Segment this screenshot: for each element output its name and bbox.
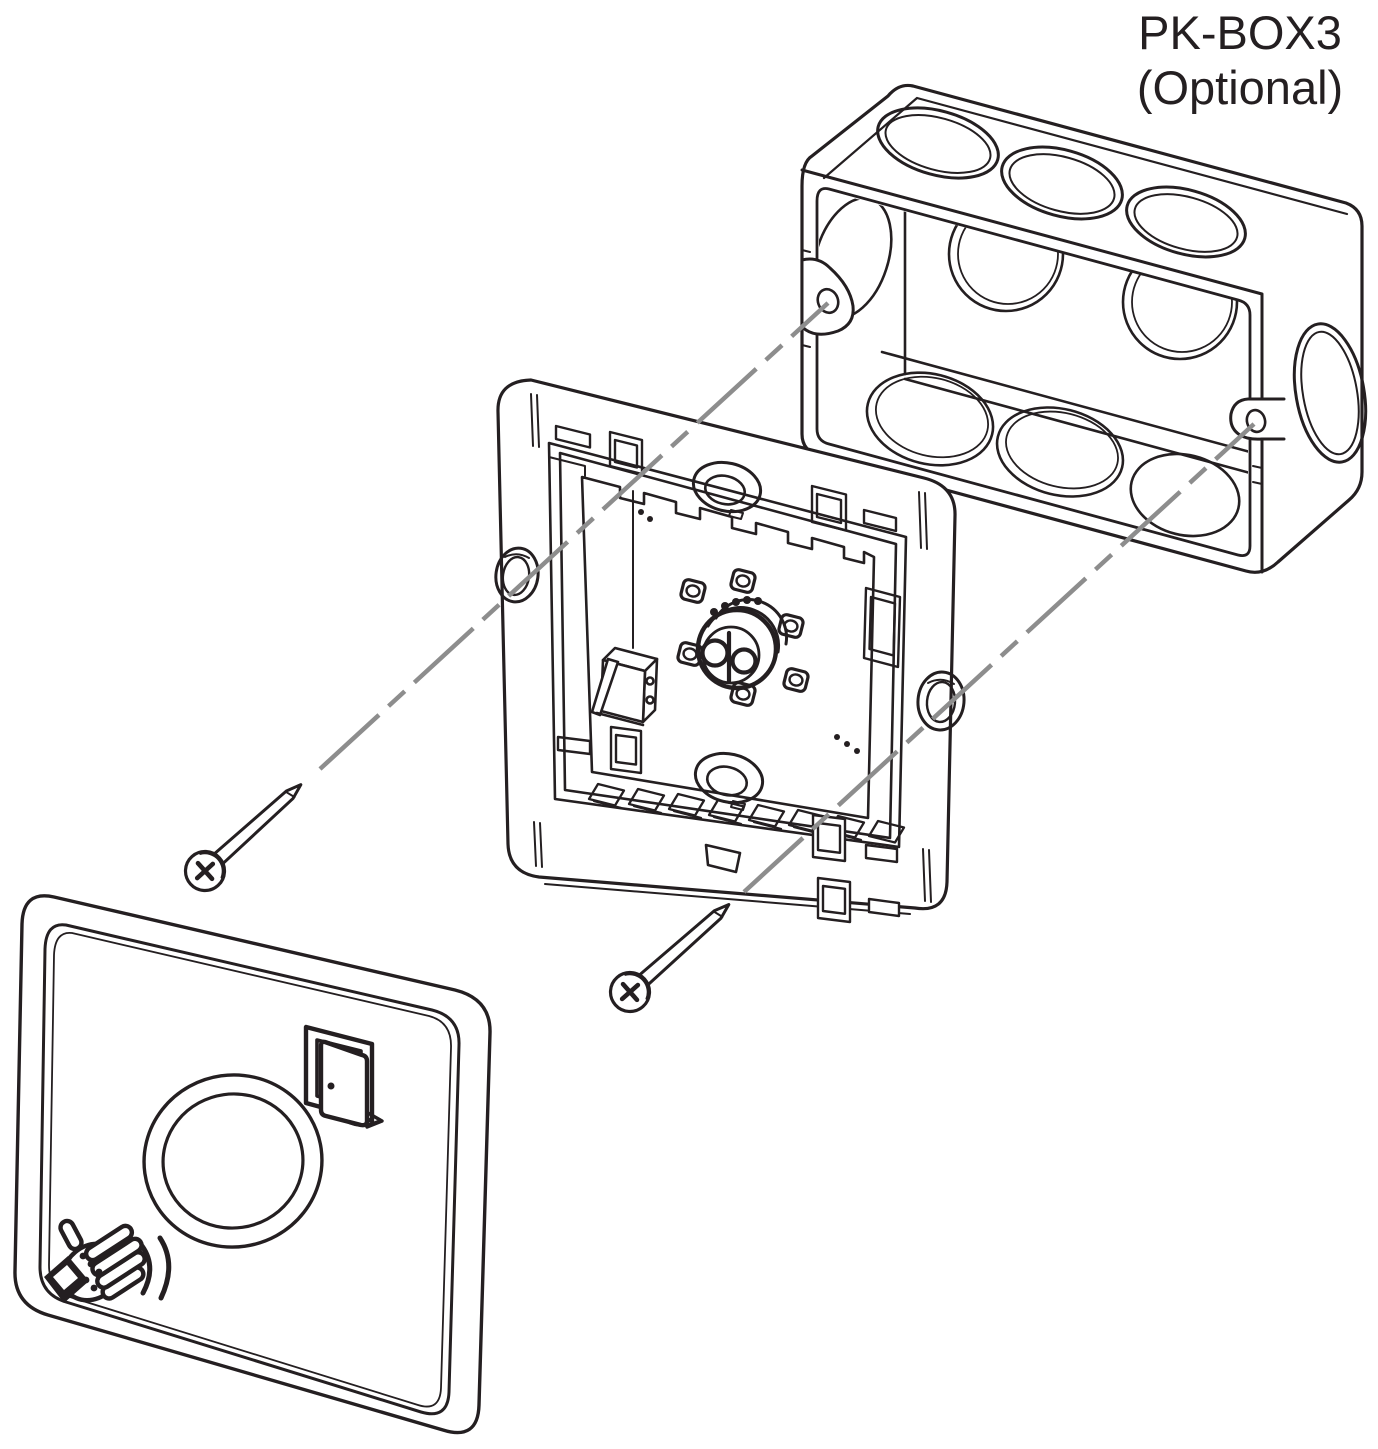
mounting-screw-2 [608, 903, 731, 1014]
smd-led [676, 568, 810, 707]
mounting-plate [494, 378, 966, 924]
box-screw-hole-left [816, 287, 840, 315]
box-top-knockouts [876, 106, 1247, 259]
plate-screw-bosses [494, 460, 966, 811]
hand-wave-icon [44, 1218, 172, 1303]
plate-screw-hole-left [494, 546, 540, 604]
plate-cutouts [554, 424, 901, 924]
box-screw-hole-right [1245, 408, 1267, 434]
plate-bottom-tab [704, 843, 742, 874]
alignment-guide-2 [742, 422, 1256, 894]
door-open-icon [303, 1024, 384, 1129]
label-pk-box3: PK-BOX3 [1138, 6, 1342, 59]
motion-wave-arcs [139, 1235, 172, 1301]
sensor-window-ring [142, 1073, 324, 1249]
cover-body [13, 894, 492, 1435]
ir-sensor [695, 598, 789, 691]
label-optional: (Optional) [1137, 61, 1343, 114]
alignment-guide-1 [318, 301, 830, 771]
box-side-knockout [1292, 322, 1368, 464]
box-mounting-ear-right [1229, 397, 1286, 441]
front-cover-plate [13, 894, 492, 1435]
micro-switch [590, 646, 659, 727]
mounting-screw-1 [183, 783, 303, 893]
plate-screw-hole-right [916, 670, 966, 732]
hand-knuckle-dots [79, 1252, 103, 1292]
sensor-pcb [580, 475, 906, 844]
